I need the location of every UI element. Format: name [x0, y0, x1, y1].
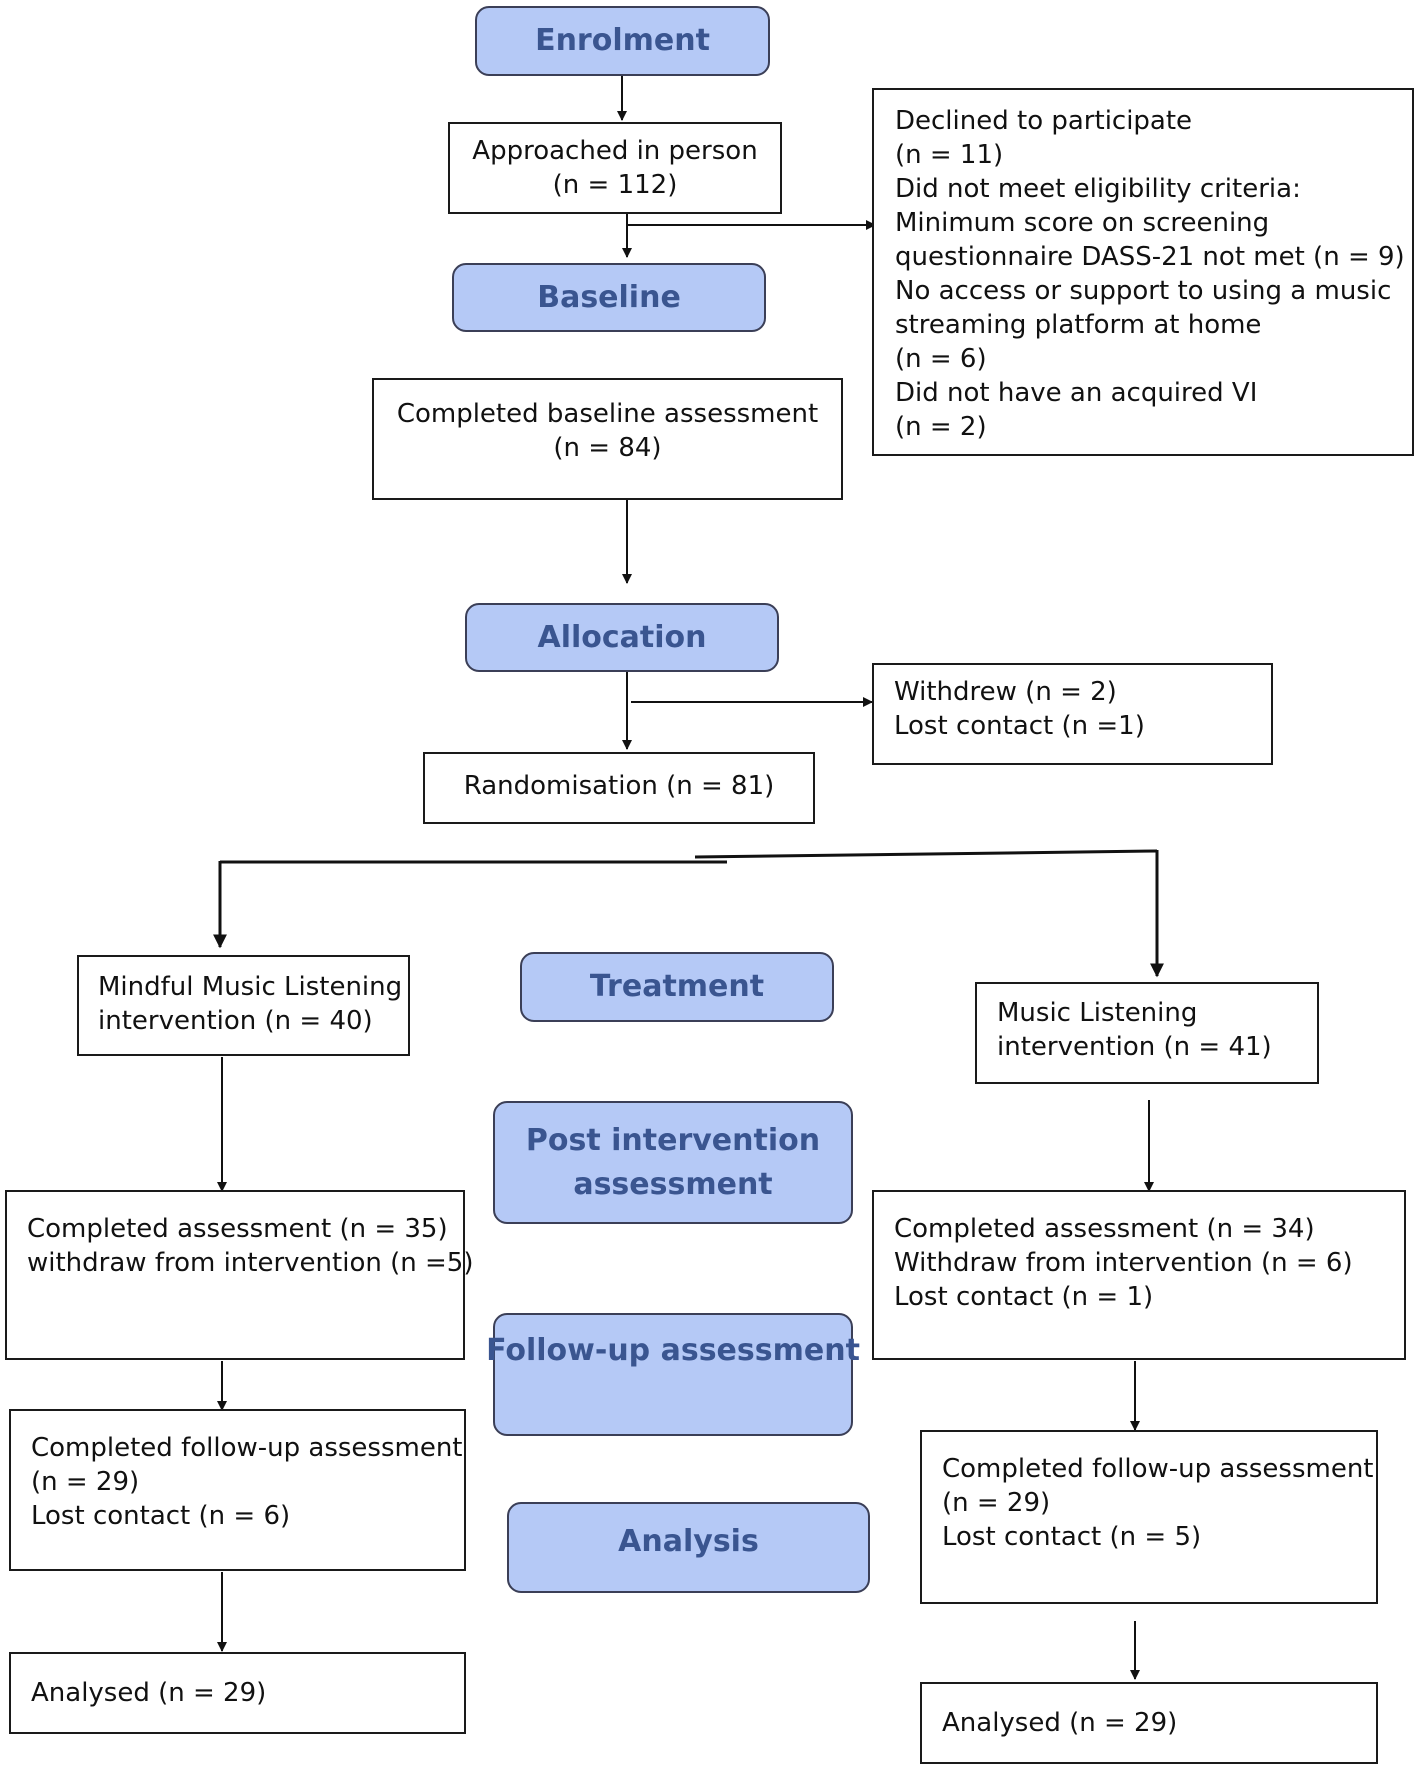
excluded-line-5: questionnaire DASS-21 not met (n = 9)	[895, 242, 1405, 272]
stage-enrolment: Enrolment	[475, 6, 770, 76]
mml-followup-box: Completed follow-up assessment (n = 29) …	[9, 1409, 466, 1571]
stage-allocation: Allocation	[465, 603, 779, 672]
mml-post-line-2: withdraw from intervention (n =5)	[27, 1248, 474, 1278]
excluded-line-6: No access or support to using a music	[895, 276, 1392, 306]
excluded-line-2: (n = 11)	[895, 140, 1004, 170]
mml-post-line-1: Completed assessment (n = 35)	[27, 1214, 448, 1244]
stage-treatment-label: Treatment	[589, 969, 765, 1004]
excluded-box: Declined to participate (n = 11) Did not…	[872, 88, 1414, 456]
ml-analysed-box: Analysed (n = 29)	[920, 1682, 1378, 1764]
split-line-right	[694, 849, 1158, 859]
ml-post-line-2: Withdraw from intervention (n = 6)	[894, 1248, 1353, 1278]
ml-followup-line-2: (n = 29)	[942, 1488, 1051, 1518]
excluded-line-4: Minimum score on screening	[895, 208, 1270, 238]
excluded-line-7: streaming platform at home	[895, 310, 1262, 340]
withdrew-line-1: Withdrew (n = 2)	[894, 677, 1117, 707]
baseline-completed-line-1: Completed baseline assessment	[396, 399, 819, 429]
approached-line-1: Approached in person	[472, 136, 758, 166]
ml-intervention-box: Music Listening intervention (n = 41)	[975, 982, 1319, 1084]
mml-post-box: Completed assessment (n = 35) withdraw f…	[5, 1190, 474, 1360]
approached-box: Approached in person (n = 112)	[448, 122, 782, 214]
mml-intervention-line-2: intervention (n = 40)	[98, 1006, 373, 1036]
mml-intervention-box: Mindful Music Listening intervention (n …	[77, 955, 410, 1056]
mml-analysed-box: Analysed (n = 29)	[9, 1652, 466, 1734]
ml-intervention-line-1: Music Listening	[997, 998, 1198, 1028]
stage-post-intervention: Post intervention assessment	[493, 1101, 853, 1224]
stage-post-intervention-label-1: Post intervention	[525, 1122, 821, 1158]
mml-followup-line-1: Completed follow-up assessment	[31, 1433, 463, 1463]
ml-followup-box: Completed follow-up assessment (n = 29) …	[920, 1430, 1378, 1604]
excluded-line-10: (n = 2)	[895, 412, 987, 442]
ml-followup-line-1: Completed follow-up assessment	[942, 1454, 1374, 1484]
ml-followup-line-3: Lost contact (n = 5)	[942, 1522, 1202, 1552]
stage-treatment: Treatment	[520, 952, 834, 1022]
ml-intervention-line-2: intervention (n = 41)	[997, 1032, 1272, 1062]
withdrew-box: Withdrew (n = 2) Lost contact (n =1)	[872, 663, 1273, 765]
excluded-line-3: Did not meet eligibility criteria:	[895, 174, 1301, 204]
approached-line-2: (n = 112)	[552, 170, 678, 200]
stage-baseline: Baseline	[452, 263, 766, 332]
excluded-line-1: Declined to participate	[895, 106, 1193, 136]
stage-analysis: Analysis	[507, 1502, 870, 1593]
ml-post-box: Completed assessment (n = 34) Withdraw f…	[872, 1190, 1406, 1360]
stage-enrolment-label: Enrolment	[535, 23, 710, 58]
stage-analysis-label: Analysis	[618, 1524, 759, 1559]
mml-followup-line-2: (n = 29)	[31, 1467, 140, 1497]
randomisation-box: Randomisation (n = 81)	[423, 752, 815, 824]
stage-post-intervention-label-2: assessment	[573, 1166, 773, 1202]
mml-analysed-line-1: Analysed (n = 29)	[31, 1678, 267, 1708]
stage-follow-up: Follow-up assessment	[486, 1313, 860, 1436]
withdrew-line-2: Lost contact (n =1)	[894, 711, 1145, 741]
stage-baseline-label: Baseline	[537, 279, 681, 315]
stage-allocation-label: Allocation	[537, 619, 707, 655]
ml-analysed-line-1: Analysed (n = 29)	[942, 1708, 1178, 1738]
baseline-completed-box: Completed baseline assessment (n = 84)	[372, 378, 843, 500]
mml-followup-line-3: Lost contact (n = 6)	[31, 1501, 291, 1531]
stage-follow-up-label: Follow-up assessment	[486, 1333, 860, 1368]
ml-post-line-1: Completed assessment (n = 34)	[894, 1214, 1315, 1244]
randomisation-line-1: Randomisation (n = 81)	[463, 771, 775, 801]
excluded-line-8: (n = 6)	[895, 344, 987, 374]
ml-post-line-3: Lost contact (n = 1)	[894, 1282, 1154, 1312]
excluded-line-9: Did not have an acquired VI	[895, 378, 1258, 408]
mml-intervention-line-1: Mindful Music Listening	[98, 972, 403, 1002]
baseline-completed-line-2: (n = 84)	[553, 433, 662, 463]
